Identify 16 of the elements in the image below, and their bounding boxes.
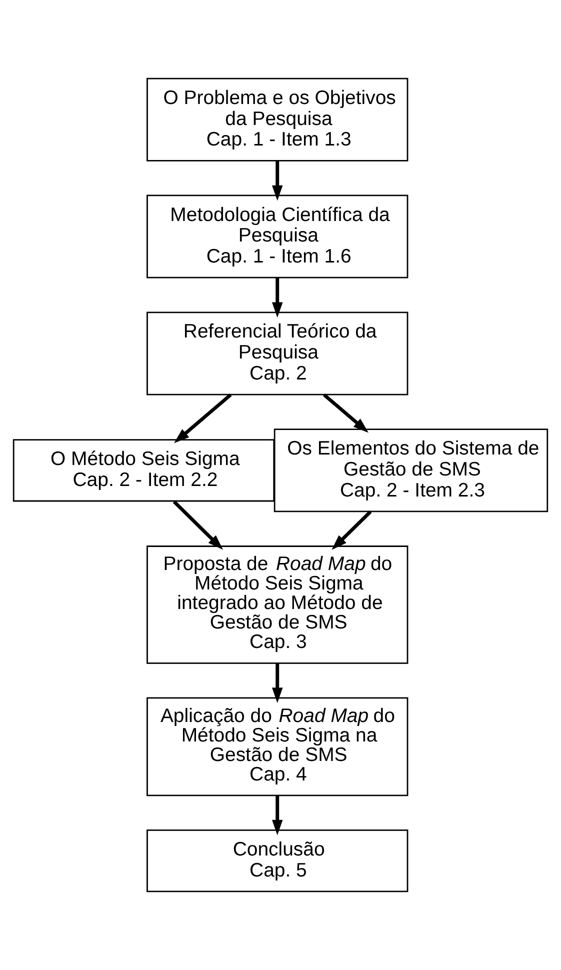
arrow: [272, 796, 283, 836]
arrow: [272, 664, 283, 703]
node-box: Conclusão Cap. 5: [146, 830, 408, 892]
arrow: [322, 393, 368, 433]
node-box: Os Elementos do Sistema de Gestão de SMS Cap. 2 - Item 2.3: [274, 428, 548, 512]
arrow: [332, 510, 372, 550]
arrow: [272, 160, 283, 201]
arrow: [272, 278, 283, 318]
node-box: Metodologia Científica da Pesquisa Cap. 1 - Item 1.6: [146, 194, 408, 278]
node-box: O Problema e os Objetivos da Pesquisa Cap. 1 - Item 1.3: [146, 78, 408, 162]
node-box: Referencial Teórico da Pesquisa Cap. 2: [146, 312, 408, 396]
arrow: [174, 393, 232, 444]
arrow: [172, 500, 224, 550]
node-box: O Método Seis Sigma Cap. 2 - Item 2.2: [12, 439, 275, 502]
node-box: Proposta de Road Map do Método Seis Sigma integrado ao Método de Gestão de SMS Cap. 3: [146, 546, 408, 664]
node-box: Aplicação do Road Map do Método Seis Sigma na Gestão de SMS Cap. 4: [146, 697, 408, 796]
